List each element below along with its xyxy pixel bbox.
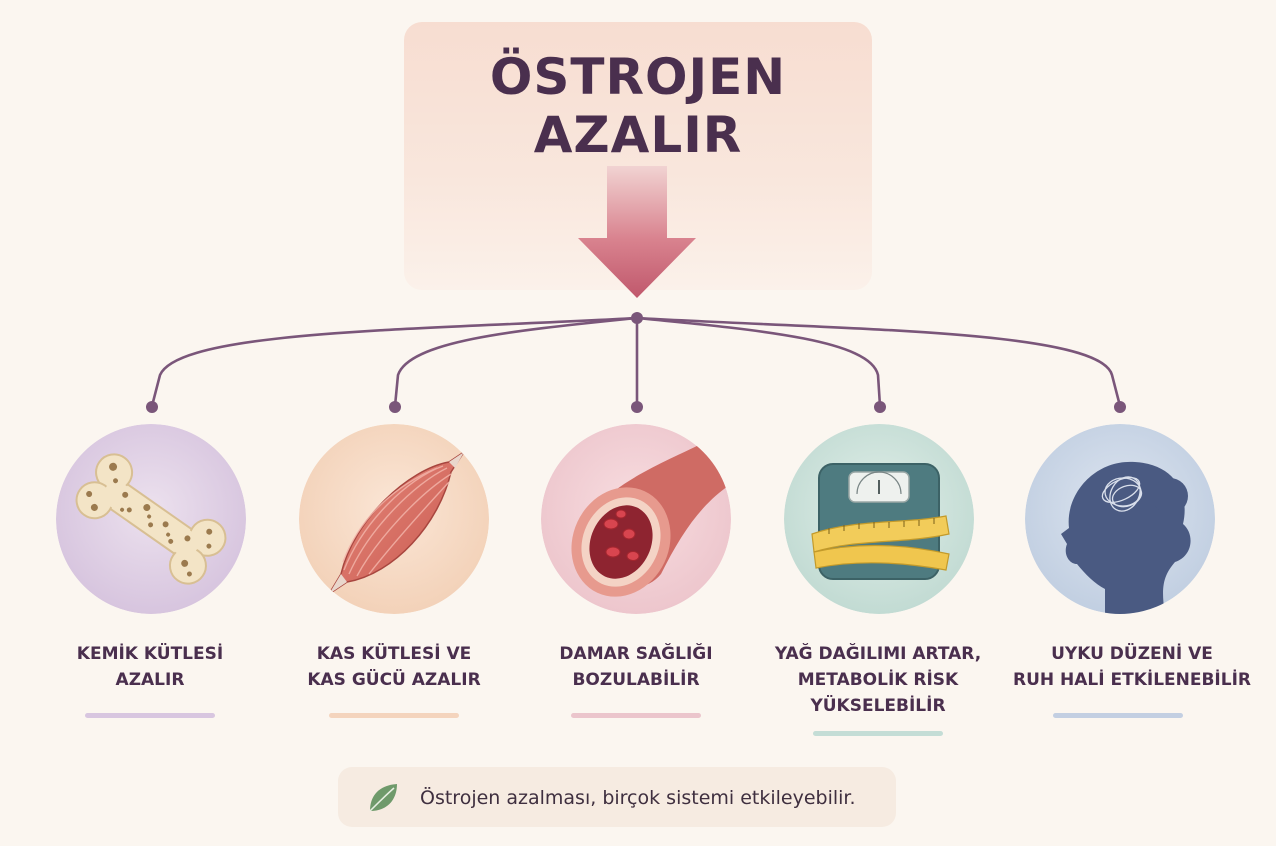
muscle-icon: [299, 424, 489, 614]
blood-vessel-icon: [541, 424, 731, 614]
end-dot-3: [631, 401, 643, 413]
underline-metabolic: [813, 731, 943, 736]
label-mood: UYKU DÜZENİ VE RUH HALİ ETKİLENEBİLİR: [1012, 644, 1252, 690]
connector-line-5: [635, 316, 1122, 408]
underline-muscle: [329, 713, 459, 718]
title-line-2: AZALIR: [533, 106, 743, 164]
head-silhouette-icon: [1025, 424, 1215, 614]
connector-line-1: [150, 316, 639, 408]
scale-measuring-tape-icon: [784, 424, 974, 614]
label-metabolic: YAĞ DAĞILIMI ARTAR, METABOLİK RİSK YÜKSE…: [774, 644, 982, 716]
end-dot-1: [146, 401, 158, 413]
end-dot-4: [874, 401, 886, 413]
title-line-1: ÖSTROJEN: [489, 48, 787, 106]
label-muscle: KAS KÜTLESİ VE KAS GÜCÜ AZALIR: [307, 644, 481, 690]
label-vessel: DAMAR SAĞLIĞI BOZULABİLİR: [559, 644, 713, 690]
label-bone: KEMİK KÜTLESİ AZALIR: [76, 644, 224, 690]
underline-mood: [1053, 713, 1183, 718]
underline-vessel: [571, 713, 701, 718]
connector-line-2: [393, 316, 639, 408]
underline-bone: [85, 713, 215, 718]
footer-text: Östrojen azalması, birçok sistemi etkile…: [420, 787, 856, 809]
bone-icon: [56, 424, 246, 614]
leaf-icon: [369, 784, 397, 812]
end-dot-5: [1114, 401, 1126, 413]
connector-line-4: [635, 316, 882, 408]
end-dot-2: [389, 401, 401, 413]
footer-note: [338, 767, 896, 827]
hub-dot: [631, 312, 643, 324]
